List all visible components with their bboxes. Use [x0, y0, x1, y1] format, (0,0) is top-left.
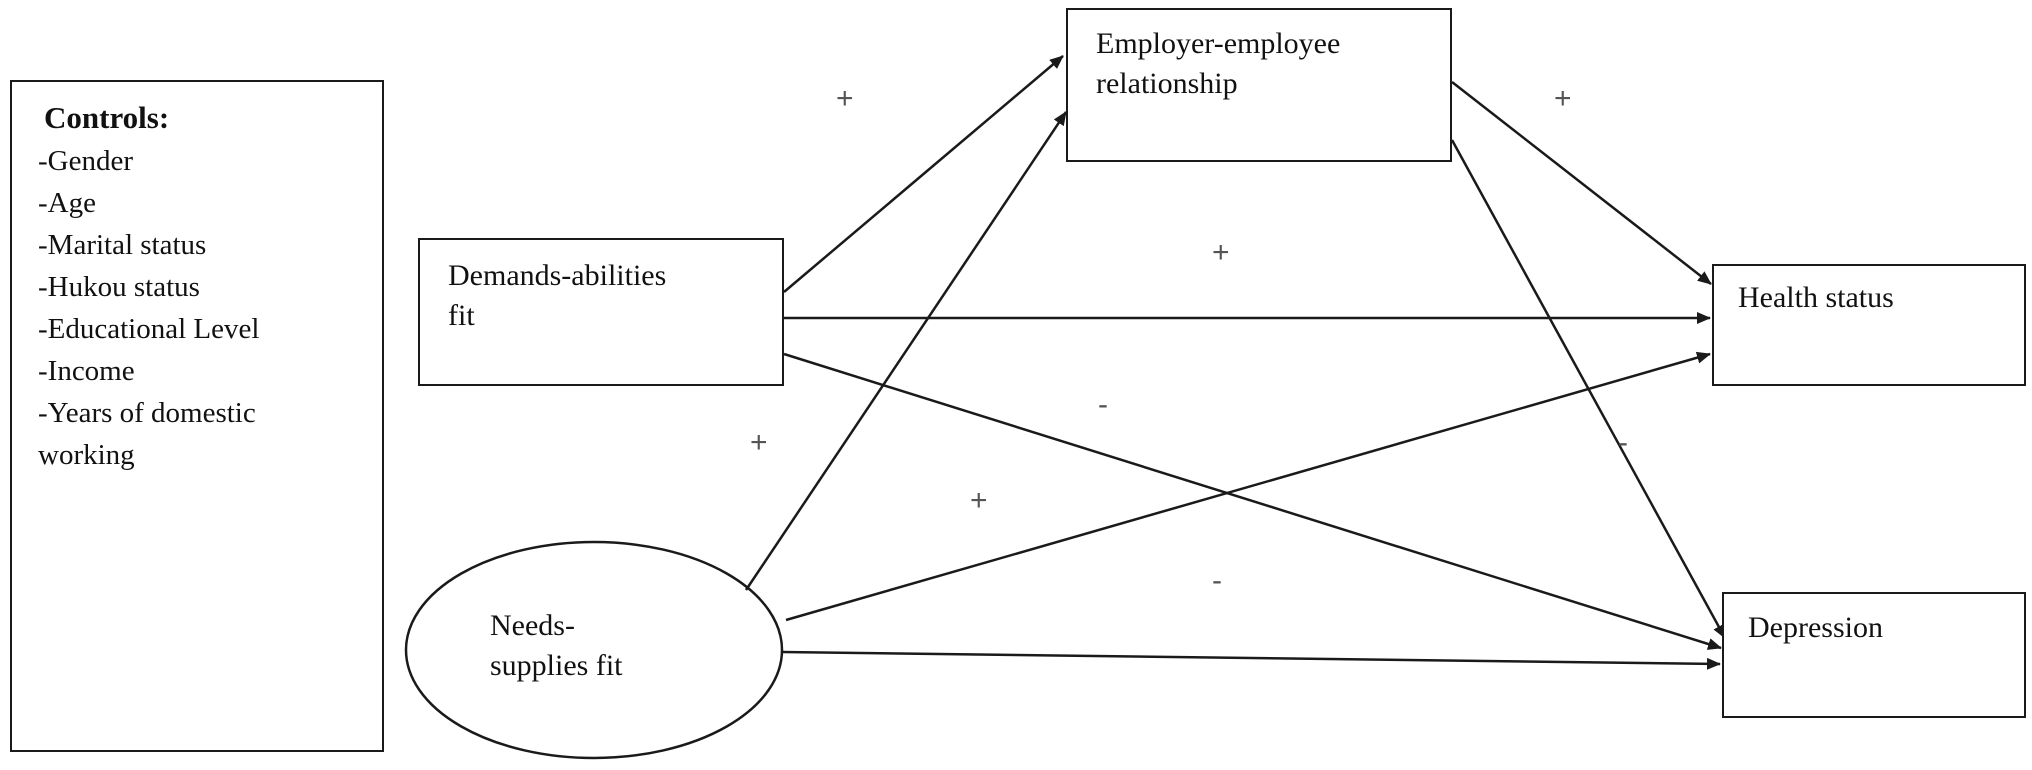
- control-item-working: working: [38, 439, 135, 471]
- needs-supplies-label: Needs- supplies fit: [490, 606, 623, 686]
- arrow-ns-to-eer: [744, 111, 1068, 591]
- demands-abilities-box: Demands-abilities fit: [418, 238, 784, 386]
- sign-eer-to-dep: -: [1618, 426, 1628, 459]
- sign-ns-to-eer: +: [750, 426, 768, 459]
- sign-ns-to-dep: -: [1212, 564, 1222, 597]
- needs-supplies-label-line1: Needs-: [490, 609, 575, 642]
- controls-box: Controls: -Gender -Age -Marital status -…: [10, 80, 384, 752]
- sign-eer-to-hs: +: [1554, 82, 1572, 115]
- demands-abilities-label-line2: fit: [448, 299, 475, 332]
- arrow-ns-to-dep: [781, 650, 1721, 670]
- arrow-eer-to-hs: [1451, 81, 1712, 285]
- arrow-da-to-eer: [783, 55, 1064, 293]
- sign-da-to-hs: +: [1212, 236, 1230, 269]
- control-item-educational-level: -Educational Level: [38, 313, 260, 345]
- arrow-ns-to-hs: [785, 351, 1711, 622]
- sign-da-to-eer: +: [836, 82, 854, 115]
- arrow-da-to-dep: [783, 352, 1722, 650]
- employer-employee-label-line2: relationship: [1096, 67, 1238, 100]
- depression-label: Depression: [1748, 611, 1883, 644]
- demands-abilities-label-line1: Demands-abilities: [448, 259, 667, 292]
- needs-supplies-ellipse: [404, 540, 784, 760]
- sign-da-to-dep: -: [1098, 388, 1108, 421]
- controls-list: -Gender -Age -Marital status -Hukou stat…: [38, 140, 259, 476]
- control-item-hukou-status: -Hukou status: [38, 271, 200, 303]
- control-item-marital-status: -Marital status: [38, 229, 207, 261]
- depression-box: Depression: [1722, 592, 2026, 718]
- health-status-label: Health status: [1738, 281, 1894, 314]
- control-item-years-of-domestic: -Years of domestic: [38, 397, 256, 429]
- controls-title: Controls:: [44, 100, 170, 135]
- control-item-age: -Age: [38, 187, 96, 219]
- health-status-box: Health status: [1712, 264, 2026, 386]
- employer-employee-label-line1: Employer-employee: [1096, 27, 1341, 60]
- control-item-income: -Income: [38, 355, 135, 387]
- sign-ns-to-hs: +: [970, 484, 988, 517]
- needs-supplies-label-line2: supplies fit: [490, 649, 623, 682]
- control-item-gender: -Gender: [38, 145, 134, 177]
- employer-employee-box: Employer-employee relationship: [1066, 8, 1452, 162]
